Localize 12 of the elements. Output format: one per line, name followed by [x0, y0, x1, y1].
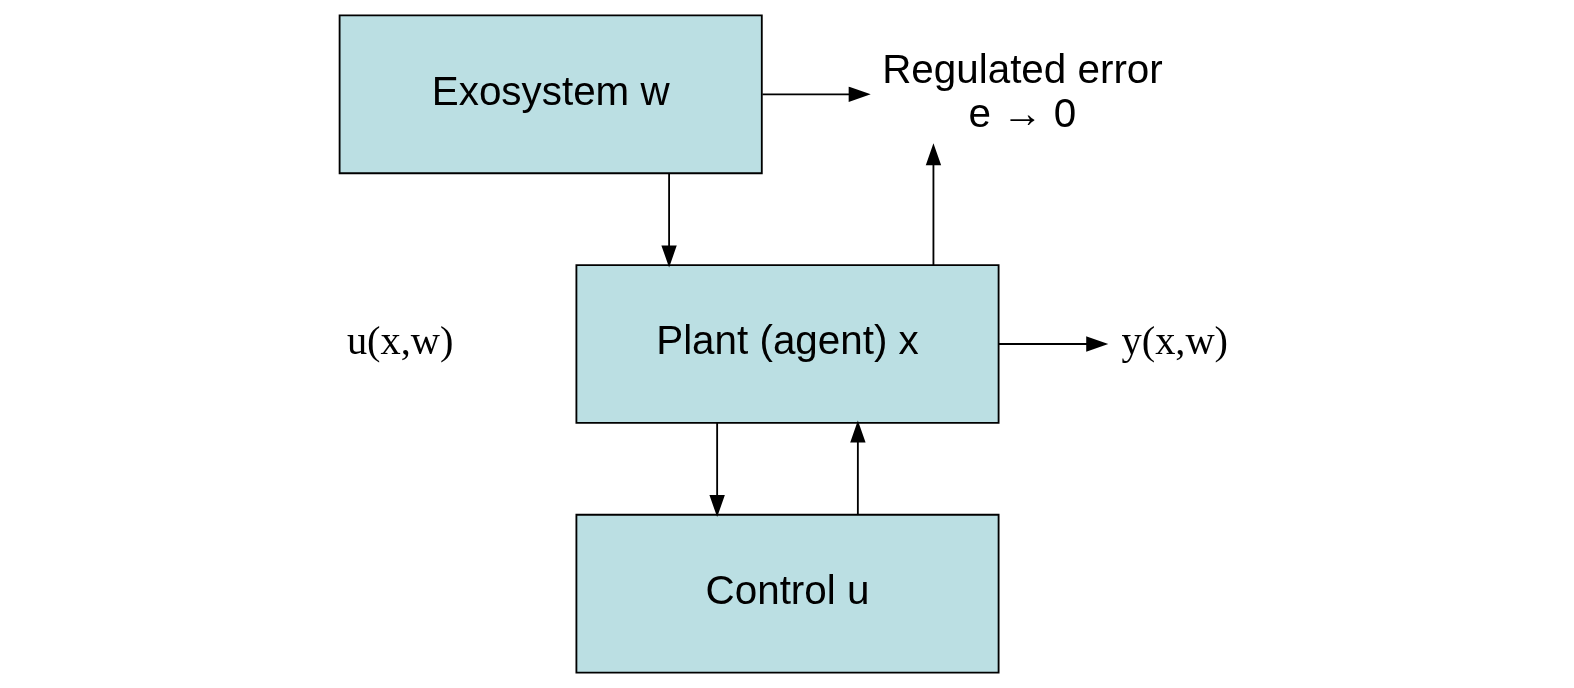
arrow: [660, 172, 677, 268]
node-box: Plant (agent) x: [575, 264, 999, 424]
node-box: Control u: [575, 513, 999, 674]
node-box: Exosystem w: [338, 14, 763, 175]
node-text: Regulated error e → 0: [881, 45, 1163, 136]
node-text: y(x,w): [1121, 318, 1228, 364]
label: u(x,w): [346, 318, 453, 364]
arrow: [997, 336, 1108, 352]
arrow: [849, 420, 866, 516]
arrow: [761, 86, 871, 103]
arrow: [925, 143, 941, 266]
arrow: [708, 422, 725, 518]
